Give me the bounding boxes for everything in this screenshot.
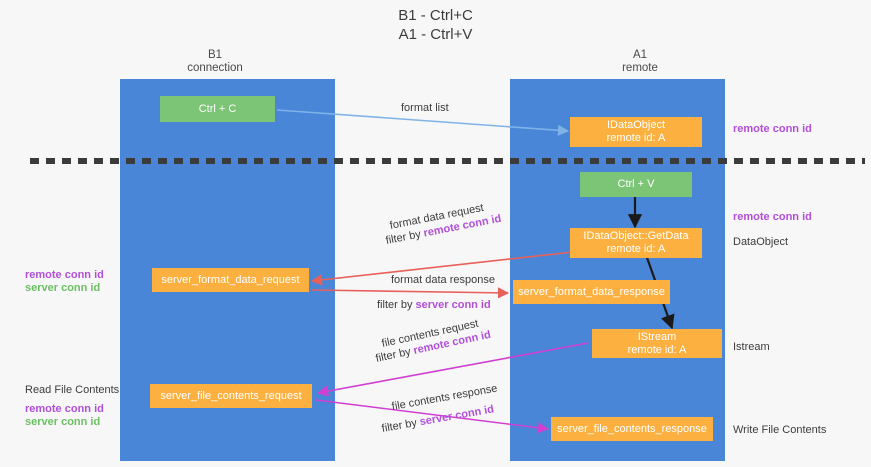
box-ctrl-v-label: Ctrl + V — [617, 178, 655, 190]
column-header-b1-name: B1 — [207, 49, 223, 61]
box-idataobject-getdata-line2: remote id: A — [606, 243, 666, 255]
column-header-b1-role: connection — [187, 62, 243, 74]
arrow-format-list — [276, 109, 570, 136]
annotation-istream: Istream — [733, 341, 770, 353]
edge-label-format-list: format list — [401, 102, 449, 114]
box-server-format-data-request-label: server_format_data_request — [161, 273, 300, 286]
box-istream-line2: remote id: A — [627, 343, 687, 356]
annotation-dataobject: DataObject — [733, 236, 789, 248]
arrow-file-contents-request — [316, 342, 589, 397]
annotation-remote-conn-id-top: remote conn id — [733, 123, 812, 135]
column-header-b1: B1 connection — [135, 49, 295, 75]
annotation-left-server-conn-id: server conn id — [25, 282, 101, 294]
annotation-read-file-contents: Read File Contents — [25, 384, 120, 396]
box-server-format-data-request[interactable]: server_format_data_request — [152, 268, 309, 292]
box-server-file-contents-request-label: server_file_contents_request — [160, 389, 302, 402]
arrow-file-contents-response — [315, 399, 550, 434]
filter-key: server conn id — [415, 299, 491, 311]
box-istream-line1: IStream — [637, 330, 677, 343]
box-ctrl-c[interactable]: Ctrl + C — [160, 96, 275, 122]
box-ctrl-v[interactable]: Ctrl + V — [580, 172, 692, 197]
box-server-file-contents-response[interactable]: server_file_contents_response — [551, 417, 713, 441]
box-idataobject[interactable]: IDataObject remote id: A — [570, 117, 702, 147]
title-line-1: B1 - Ctrl+C — [398, 7, 473, 24]
box-idataobject-getdata[interactable]: IDataObject::GetData remote id: A — [570, 228, 702, 258]
title-line-2: A1 - Ctrl+V — [398, 26, 473, 43]
edge-label-format-data-response: format data response — [391, 274, 495, 286]
box-server-file-contents-request[interactable]: server_file_contents_request — [150, 384, 312, 408]
box-idataobject-line1: IDataObject — [606, 119, 666, 131]
column-header-a1: A1 remote — [560, 49, 720, 75]
arrow-format-data-request — [310, 251, 574, 286]
box-istream[interactable]: IStream remote id: A — [592, 329, 722, 358]
annotation-left-server-conn-id-2: server conn id — [25, 416, 101, 428]
diagram-title: B1 - Ctrl+C A1 - Ctrl+V — [0, 6, 871, 44]
annotation-left-remote-conn-id: remote conn id — [25, 269, 104, 281]
annotation-remote-conn-id-mid: remote conn id — [733, 211, 812, 223]
filter-prefix: filter by — [377, 299, 416, 311]
box-server-file-contents-response-label: server_file_contents_response — [557, 422, 707, 435]
arrow-format-data-response — [311, 287, 510, 299]
column-header-a1-name: A1 — [632, 49, 648, 61]
box-server-format-data-response-label: server_format_data_response — [518, 285, 665, 298]
edge-label-format-data-response-filter: filter by server conn id — [377, 299, 491, 312]
annotation-write-file-contents: Write File Contents — [733, 424, 827, 436]
box-idataobject-getdata-line1: IDataObject::GetData — [583, 230, 689, 242]
box-idataobject-line2: remote id: A — [606, 132, 666, 144]
box-ctrl-c-label: Ctrl + C — [198, 102, 237, 115]
box-server-format-data-response[interactable]: server_format_data_response — [513, 280, 670, 304]
column-header-a1-role: remote — [622, 62, 658, 74]
annotation-left-remote-conn-id-2: remote conn id — [25, 403, 104, 415]
